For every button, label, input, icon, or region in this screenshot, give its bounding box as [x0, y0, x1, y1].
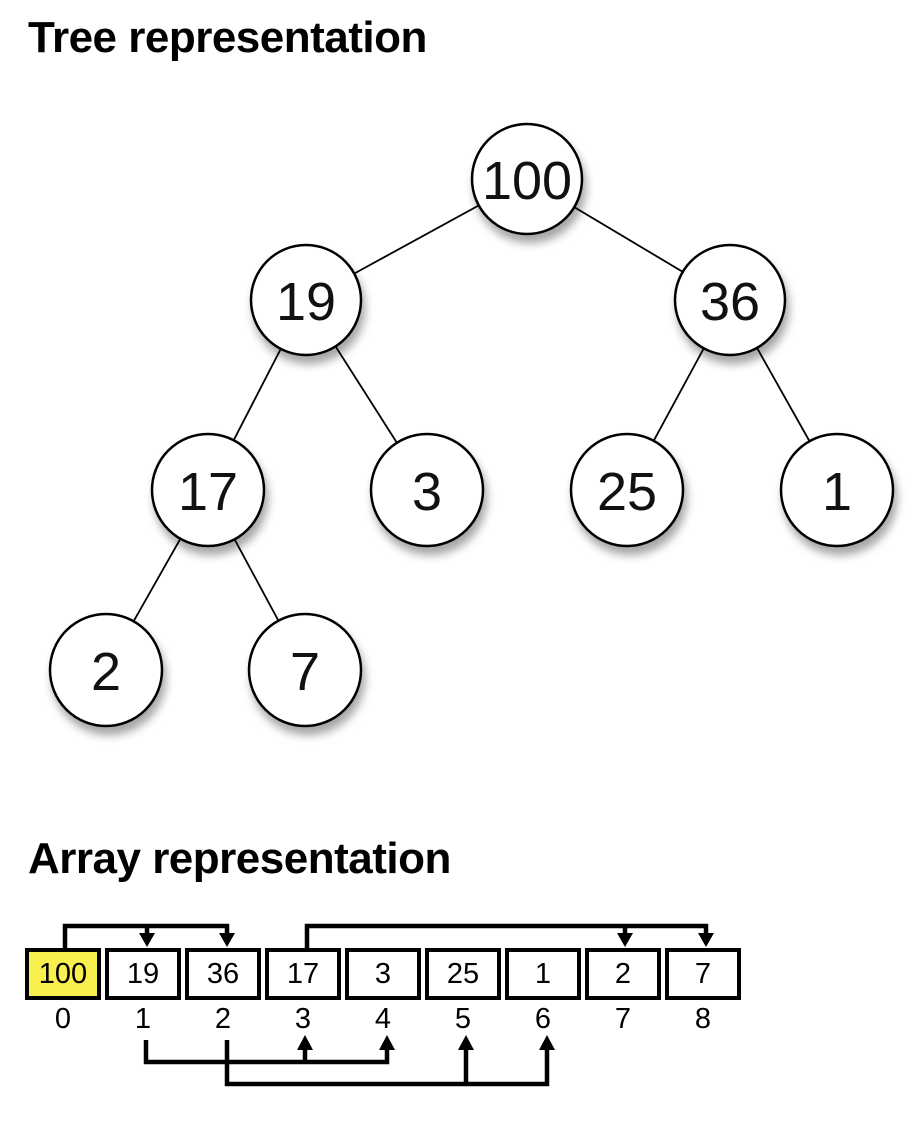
tree-node-value: 19 — [276, 272, 336, 332]
array-cell-5: 25 — [425, 948, 501, 1000]
tree-node-2: 36 — [673, 243, 787, 357]
tree-node-4: 3 — [369, 432, 485, 548]
tree-node-value: 25 — [597, 462, 657, 522]
arrow-parent3-to-children-7-8 — [304, 923, 714, 948]
tree-node-circle — [673, 243, 787, 357]
tree-node-circle — [369, 432, 485, 548]
tree-node-circle — [247, 612, 363, 728]
array-index-labels: 0 1 2 3 4 5 6 7 8 — [25, 1003, 741, 1036]
tree-node-5: 25 — [569, 432, 685, 548]
tree-node-6: 1 — [779, 432, 895, 548]
tree-heading: Tree representation — [28, 13, 427, 62]
array-cell-7: 2 — [585, 948, 661, 1000]
array-representation: 100 19 36 17 3 25 1 2 7 — [25, 948, 741, 1000]
tree-node-1: 19 — [249, 243, 363, 357]
tree-nodes: 100 19 36 17 3 25 1 2 — [48, 122, 895, 728]
tree-node-circle — [48, 612, 164, 728]
array-cell-4: 3 — [345, 948, 421, 1000]
array-cell-0: 100 — [25, 948, 101, 1000]
array-heading: Array representation — [28, 834, 451, 883]
array-index-6: 6 — [534, 1003, 552, 1035]
tree-node-value: 2 — [91, 642, 121, 702]
tree-node-7: 2 — [48, 612, 164, 728]
tree-node-value: 1 — [822, 462, 852, 522]
tree-node-0: 100 — [470, 122, 584, 236]
tree-node-circle — [249, 243, 363, 357]
array-cell-3: 17 — [265, 948, 341, 1000]
tree-node-value: 17 — [178, 462, 238, 522]
array-cell-1: 19 — [105, 948, 181, 1000]
tree-node-value: 7 — [290, 642, 320, 702]
array-index-3: 3 — [294, 1003, 312, 1035]
tree-node-value: 100 — [482, 151, 572, 211]
array-index-2: 2 — [214, 1003, 232, 1035]
array-index-0: 0 — [54, 1003, 72, 1035]
arrow-parent2-to-children-5-6 — [224, 1035, 555, 1087]
array-index-8: 8 — [694, 1003, 712, 1035]
tree-node-3: 17 — [150, 432, 266, 548]
tree-node-circle — [470, 122, 584, 236]
tree-node-8: 7 — [247, 612, 363, 728]
array-index-5: 5 — [454, 1003, 472, 1035]
array-cell-6: 1 — [505, 948, 581, 1000]
array-cell-2: 36 — [185, 948, 261, 1000]
array-index-1: 1 — [134, 1003, 152, 1035]
array-index-7: 7 — [614, 1003, 632, 1035]
tree-node-value: 36 — [700, 272, 760, 332]
array-index-4: 4 — [374, 1003, 392, 1035]
arrow-parent1-to-children-3-4 — [143, 1035, 395, 1065]
arrow-parent0-to-children-1-2 — [62, 923, 235, 948]
tree-node-circle — [150, 432, 266, 548]
array-cell-8: 7 — [665, 948, 741, 1000]
tree-node-value: 3 — [412, 462, 442, 522]
tree-node-circle — [569, 432, 685, 548]
tree-node-circle — [779, 432, 895, 548]
